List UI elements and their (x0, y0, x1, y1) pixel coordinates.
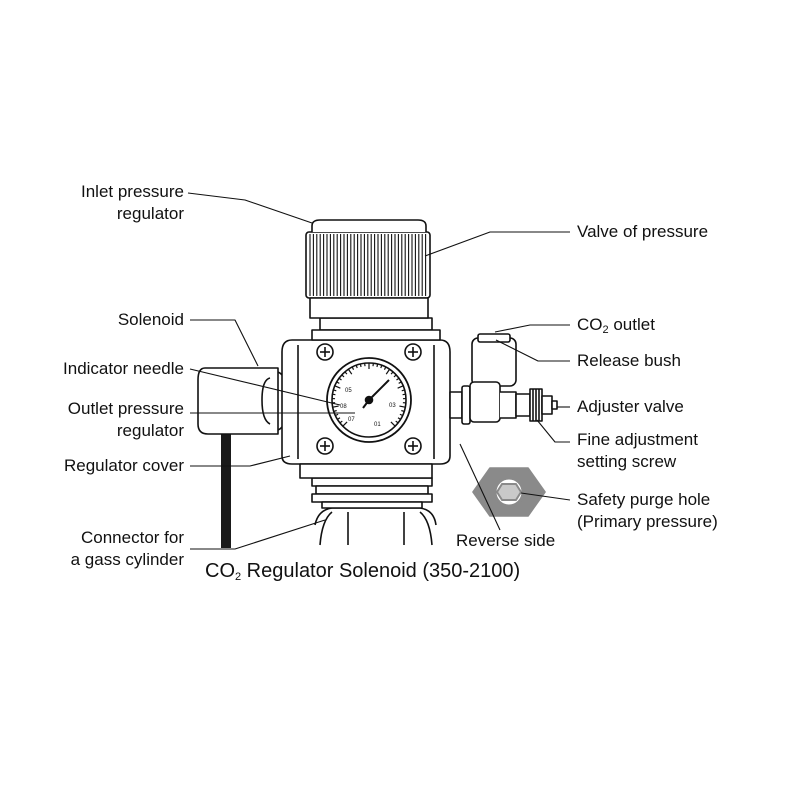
leader-release-bush (495, 339, 570, 362)
leader-connector (190, 519, 326, 550)
leader-safety (520, 492, 571, 501)
leader-lines (187, 192, 571, 550)
gauge-tick (397, 385, 404, 389)
leader-solenoid (190, 319, 259, 367)
gauge-tick (351, 366, 355, 370)
label-co2-outlet-prefix: CO (577, 315, 603, 334)
gauge-tick (376, 363, 379, 368)
gauge-tick (335, 413, 339, 417)
gauge-tick (338, 377, 342, 381)
gauge-tick (399, 405, 406, 408)
gauge-tick (390, 371, 394, 375)
caption-prefix: CO (205, 560, 235, 582)
diagram-caption: CO2 Regulator Solenoid (350-2100) (205, 559, 520, 583)
gauge-tick (359, 363, 362, 368)
screw-top-right (404, 343, 422, 361)
label-fine-adjustment: Fine adjustment setting screw (577, 429, 698, 473)
leader-fine (536, 419, 570, 443)
label-reverse-side: Reverse side (456, 531, 556, 550)
gauge-tick (336, 381, 340, 384)
leader-indicator (189, 368, 341, 406)
gauge-tick (341, 374, 345, 378)
label-adjuster-valve: Adjuster valve (577, 397, 684, 416)
gauge-tick (332, 405, 339, 408)
label-safety-purge-hole: Safety purge hole (Primary pressure) (577, 489, 718, 533)
knob-ridges (309, 234, 427, 296)
label-valve-of-pressure: Valve of pressure (577, 222, 709, 241)
gauge-tick (395, 420, 399, 424)
leader-cover (190, 455, 291, 467)
label-inlet-line1: Inlet pressure (81, 182, 184, 201)
screw-bottom-right (404, 437, 422, 455)
cylinder-connector (314, 507, 437, 546)
body-screws (316, 343, 422, 455)
screw-bottom-left (316, 437, 334, 455)
label-indicator-needle: Indicator needle (63, 359, 184, 378)
gauge-tick-label: 07 (348, 417, 355, 423)
gauge-tick (344, 371, 348, 375)
caption-suffix: Regulator Solenoid (350-2100) (241, 560, 521, 582)
label-co2-outlet-suffix: outlet (608, 315, 655, 334)
label-fine-line1: Fine adjustment (577, 430, 698, 449)
gauge-tick (333, 409, 337, 413)
gauge-numbers: 05 08 03 07 01 (340, 388, 396, 428)
side-port (449, 385, 471, 425)
gauge-tick-label: 05 (345, 388, 352, 394)
gauge-tick (334, 385, 341, 389)
safety-purge-hole (472, 467, 546, 517)
gauge-tick (401, 409, 405, 413)
leader-reverse (459, 443, 501, 531)
gauge-tick (390, 421, 396, 427)
label-connector-line1: Connector for (81, 528, 184, 547)
solenoid-body (197, 367, 289, 435)
label-solenoid: Solenoid (117, 310, 184, 329)
adjuster-valve-body (515, 388, 558, 422)
leader-valve (424, 231, 570, 257)
gauge-tick (337, 417, 341, 420)
gauge-tick (401, 389, 405, 392)
label-fine-line2: setting screw (577, 452, 677, 471)
label-co2-outlet: CO2 outlet (577, 314, 655, 336)
label-release-bush: Release bush (577, 351, 681, 370)
label-connector: Connector for a gass cylinder (71, 527, 184, 571)
label-safety-line1: Safety purge hole (577, 490, 711, 509)
stem-threads (311, 477, 433, 509)
label-outlet-pressure-regulator: Outlet pressure regulator (68, 398, 184, 442)
gauge-tick-label: 01 (374, 422, 381, 428)
gauge-tick (399, 413, 403, 417)
label-inlet-line2: regulator (116, 204, 184, 223)
gauge-tick (342, 421, 348, 427)
gauge-tick (347, 368, 353, 375)
leader-co2-outlet (494, 324, 570, 333)
caption-sub: 2 (235, 571, 242, 583)
leader-inlet (187, 192, 313, 224)
label-outlet-line1: Outlet pressure (67, 399, 184, 418)
gauge-tick (393, 374, 397, 378)
label-inlet-pressure-regulator: Inlet pressure regulator (81, 181, 184, 225)
label-co2-outlet-sub: 2 (602, 324, 609, 336)
co2-outlet-fitting (469, 333, 517, 423)
solenoid-cable (221, 433, 231, 548)
gauge-tick (398, 381, 402, 384)
knob-neck (311, 317, 441, 341)
gauge-tick (380, 365, 383, 369)
gauge-tick (385, 368, 391, 375)
label-safety-line2: (Primary pressure) (577, 512, 718, 531)
gauge-ticks (332, 363, 406, 427)
label-regulator-cover: Regulator cover (63, 456, 184, 475)
gauge-tick (339, 420, 343, 424)
gauge-tick (396, 377, 400, 381)
gauge-tick-label: 08 (340, 404, 347, 410)
label-connector-line2: a gass cylinder (70, 550, 184, 569)
indicator-needle (362, 379, 390, 409)
gauge-tick-label: 03 (389, 403, 396, 409)
gauge-tick (355, 365, 358, 369)
gauge-tick (333, 389, 337, 392)
label-outlet-line2: regulator (116, 421, 184, 440)
screw-top-left (316, 343, 334, 361)
gauge-tick (397, 417, 401, 420)
gauge-tick (383, 366, 387, 370)
